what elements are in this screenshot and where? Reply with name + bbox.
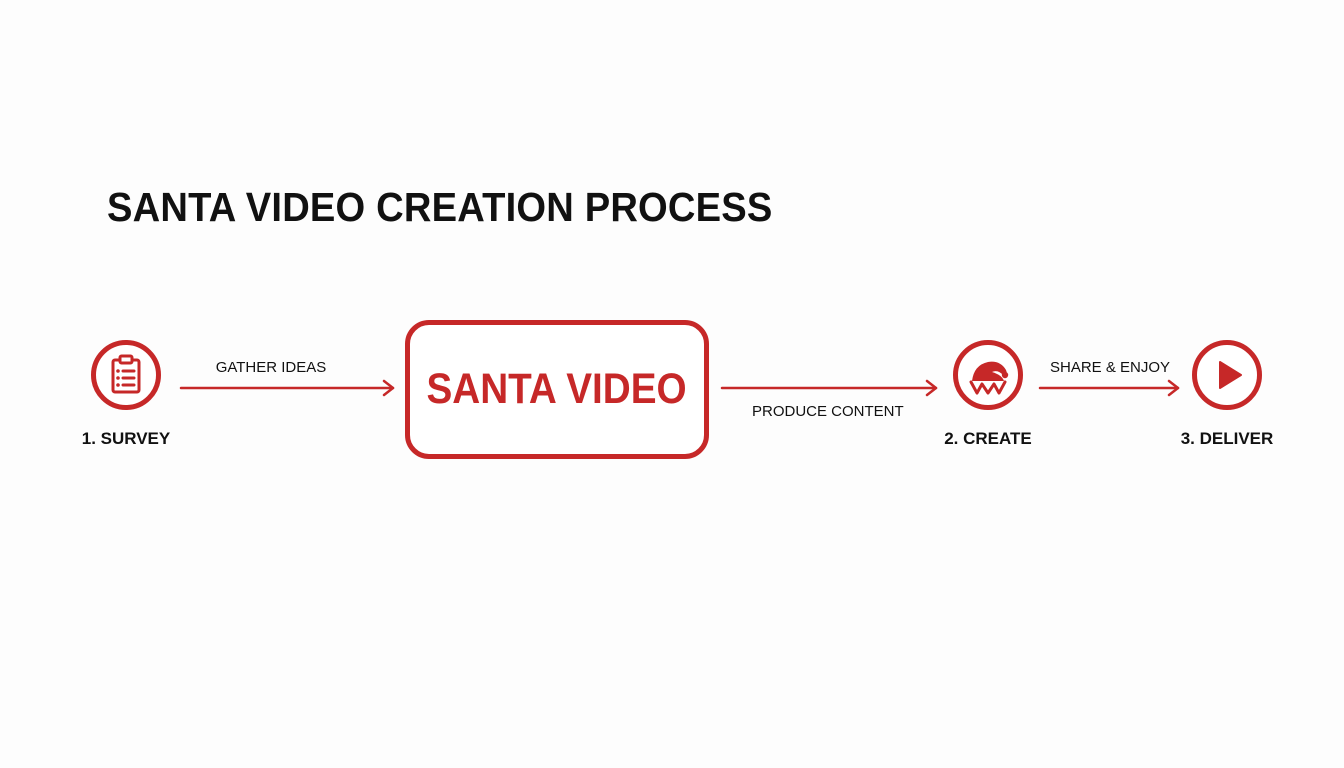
center-node-santa-video: SANTA VIDEO — [405, 320, 709, 459]
arrow-share-enjoy — [1038, 379, 1180, 397]
edge-label-gather-ideas: GATHER IDEAS — [215, 359, 327, 376]
step-create-label: 2. CREATE — [944, 429, 1032, 448]
edge-label-share-enjoy: SHARE & ENJOY — [1049, 359, 1171, 376]
diagram-title: SANTA VIDEO CREATION PROCESS — [107, 184, 773, 230]
elf-hat-icon — [969, 361, 1009, 395]
center-node-label: SANTA VIDEO — [426, 365, 688, 413]
clipboard-icon — [111, 354, 141, 394]
step-deliver-node — [1192, 340, 1262, 410]
step-survey-node — [91, 340, 161, 410]
arrow-gather-ideas — [179, 379, 395, 397]
arrow-produce-content — [720, 379, 938, 397]
edge-label-produce-content: PRODUCE CONTENT — [752, 403, 904, 420]
step-survey-label: 1. SURVEY — [81, 429, 171, 448]
step-create-node — [953, 340, 1023, 410]
step-deliver-label: 3. DELIVER — [1180, 429, 1274, 448]
play-icon — [1219, 361, 1242, 389]
